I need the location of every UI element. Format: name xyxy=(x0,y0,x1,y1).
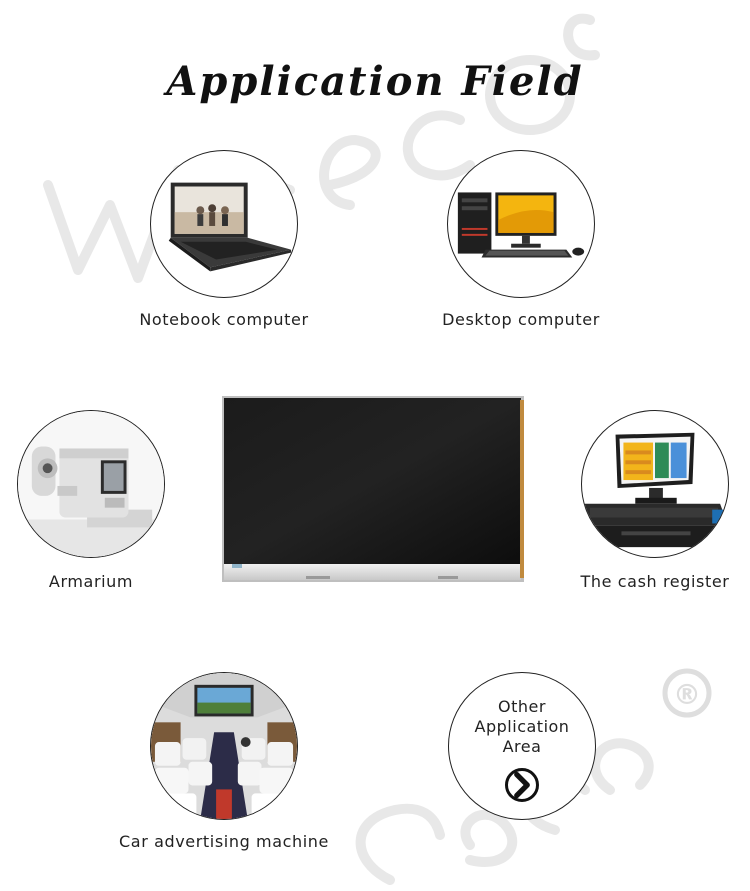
lcd-panel-icon xyxy=(222,396,524,582)
application-label-car-advertising: Car advertising machine xyxy=(119,832,329,851)
lcd-panel-image xyxy=(222,396,524,582)
page-title: Application Field xyxy=(166,58,584,105)
registered-mark-icon xyxy=(662,668,712,718)
application-label-notebook: Notebook computer xyxy=(139,310,309,329)
application-item-cash-register[interactable] xyxy=(581,410,729,558)
application-item-armarium[interactable] xyxy=(17,410,165,558)
laptop-icon xyxy=(168,182,292,272)
application-item-desktop[interactable] xyxy=(447,150,595,298)
medical-equipment-icon xyxy=(18,411,164,557)
desktop-computer-icon xyxy=(457,192,585,258)
other-application-area-button[interactable]: Other Application Area xyxy=(448,672,596,820)
other-application-area-text: Other Application Area xyxy=(449,697,595,757)
other-line-2: Application xyxy=(474,717,570,736)
other-line-1: Other xyxy=(498,697,546,716)
svg-text:®: ® xyxy=(673,678,701,711)
bus-display-icon xyxy=(151,673,297,819)
application-label-cash-register: The cash register xyxy=(580,572,730,591)
application-item-notebook[interactable] xyxy=(150,150,298,298)
other-line-3: Area xyxy=(502,737,542,756)
chevron-right-icon[interactable] xyxy=(505,768,539,802)
application-label-armarium: Armarium xyxy=(48,572,134,591)
application-item-car-advertising[interactable] xyxy=(150,672,298,820)
application-label-desktop: Desktop computer xyxy=(442,310,600,329)
cash-register-icon xyxy=(582,432,728,548)
